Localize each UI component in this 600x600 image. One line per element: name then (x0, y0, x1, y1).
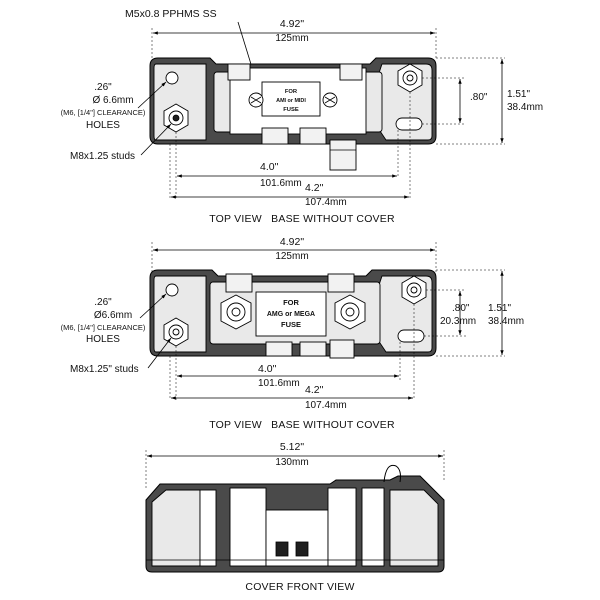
width-inches: 4.92" (280, 236, 304, 248)
hole-spacing-inches: 4.2" (305, 384, 324, 396)
cover-rib (199, 489, 217, 567)
studs-label: M8x1.25" studs (70, 364, 139, 375)
fuse-text-line2: AMI or MIDI (276, 98, 306, 104)
right-small-dim: .80" (470, 92, 488, 103)
bottom-clip-right (299, 341, 327, 357)
top-clip-left (225, 273, 253, 293)
view2-caption: TOP VIEW BASE WITHOUT COVER (209, 419, 395, 431)
stud-spacing-inches: 4.0" (258, 363, 277, 375)
bottom-clip-left (265, 341, 293, 357)
fuse-text-line3: FUSE (281, 320, 301, 329)
width-mm: 125mm (275, 251, 308, 262)
view1-caption: TOP VIEW BASE WITHOUT COVER (209, 213, 395, 225)
mount-hole-icon (165, 71, 179, 85)
view3-caption: COVER FRONT VIEW (245, 581, 354, 593)
cover-front-view: 5.12" 130mm COVER FRONT VIEW (145, 441, 445, 593)
cover-left-panel (151, 489, 201, 567)
studs-label: M8x1.25 studs (70, 151, 135, 162)
right-height-inches: 1.51" (507, 89, 530, 100)
hole-spacing-inches: 4.2" (305, 182, 324, 194)
cover-rib (361, 487, 385, 567)
mount-slot-icon (395, 117, 423, 131)
hole-spacing-mm: 107.4mm (305, 197, 347, 208)
hole-spacing-mm: 107.4mm (305, 400, 347, 411)
top-clip-right (327, 273, 355, 293)
bottom-clip-left (261, 127, 289, 145)
width-inches: 5.12" (280, 441, 304, 453)
right-height-inches: 1.51" (488, 303, 511, 314)
fuse-window (255, 291, 327, 337)
holes-label: HOLES (86, 120, 120, 131)
cover-right-panel (389, 489, 439, 567)
right-height-mm: 38.4mm (507, 102, 543, 113)
terminal-tab (329, 139, 357, 171)
terminal-tab (329, 339, 355, 359)
hole-note: (M6, [1/4"] CLEARANCE) (61, 323, 146, 332)
hole-note: (M6, [1/4"] CLEARANCE) (61, 108, 146, 117)
right-height-mm: 38.4mm (488, 316, 524, 327)
stud-spacing-inches: 4.0" (260, 161, 279, 173)
bottom-clip-right (299, 127, 327, 145)
hole-dim-mm: Ø6.6mm (94, 310, 132, 321)
holes-label: HOLES (86, 334, 120, 345)
stud-spacing-mm: 101.6mm (258, 378, 300, 389)
mount-slot-icon (397, 329, 425, 343)
latch-loop-icon (383, 464, 401, 483)
fuse-text-line3: FUSE (283, 107, 299, 113)
stud-spacing-mm: 101.6mm (260, 178, 302, 189)
cover-rib (229, 487, 267, 567)
fuse-text-line1: FOR (285, 89, 298, 95)
cover-tab (275, 541, 289, 557)
hole-dim-inches: .26" (94, 297, 112, 308)
top-clip-left (227, 63, 251, 81)
hole-dim-mm: Ø 6.6mm (92, 95, 133, 106)
top-view-amg-mega: 4.92" 125mm FOR AMG or MEGA FUSE .26" Ø6… (61, 236, 525, 431)
width-mm: 125mm (275, 33, 308, 44)
screw-spec-label: M5x0.8 PPHMS SS (125, 8, 217, 20)
hole-dim-inches: .26" (94, 82, 112, 93)
top-view-ami-midi: 4.92" 125mm M5x0.8 PPHMS SS FOR AMI or M… (61, 8, 544, 225)
cover-window (265, 509, 329, 567)
cover-tab (295, 541, 309, 557)
mount-hole-icon (165, 283, 179, 297)
width-mm: 130mm (275, 457, 308, 468)
right-small-dim: .80" (452, 303, 470, 314)
fuse-text-line2: AMG or MEGA (267, 311, 315, 318)
fuse-text-line1: FOR (283, 298, 299, 307)
top-clip-right (339, 63, 363, 81)
right-small-mm: 20.3mm (440, 316, 476, 327)
width-inches: 4.92" (280, 18, 304, 30)
cover-rib (327, 487, 357, 567)
